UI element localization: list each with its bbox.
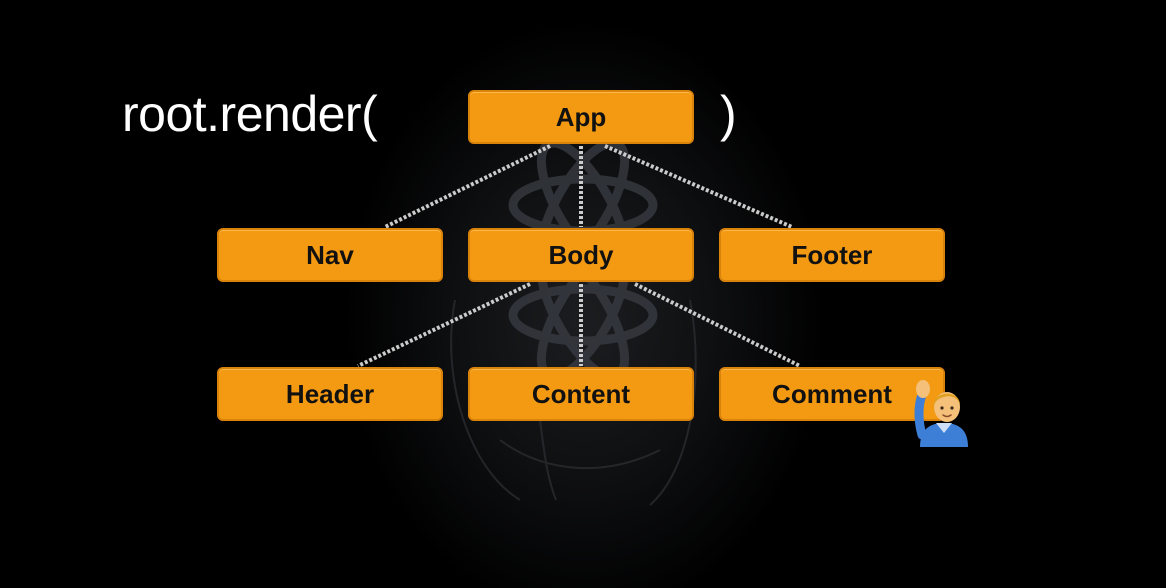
node-footer: Footer xyxy=(719,228,945,282)
connector-app-footer xyxy=(604,144,793,229)
node-comment: Comment xyxy=(719,367,945,421)
node-app: App xyxy=(468,90,694,144)
node-nav: Nav xyxy=(217,228,443,282)
connector-body-comment xyxy=(634,282,801,368)
render-call-open: root.render( xyxy=(122,86,378,142)
render-call-close: ) xyxy=(720,86,737,142)
node-content: Content xyxy=(468,367,694,421)
node-header: Header xyxy=(217,367,443,421)
node-body: Body xyxy=(468,228,694,282)
person-raising-hand-icon xyxy=(914,380,968,447)
connector-app-nav xyxy=(384,144,551,229)
connector-body-header xyxy=(357,282,531,368)
